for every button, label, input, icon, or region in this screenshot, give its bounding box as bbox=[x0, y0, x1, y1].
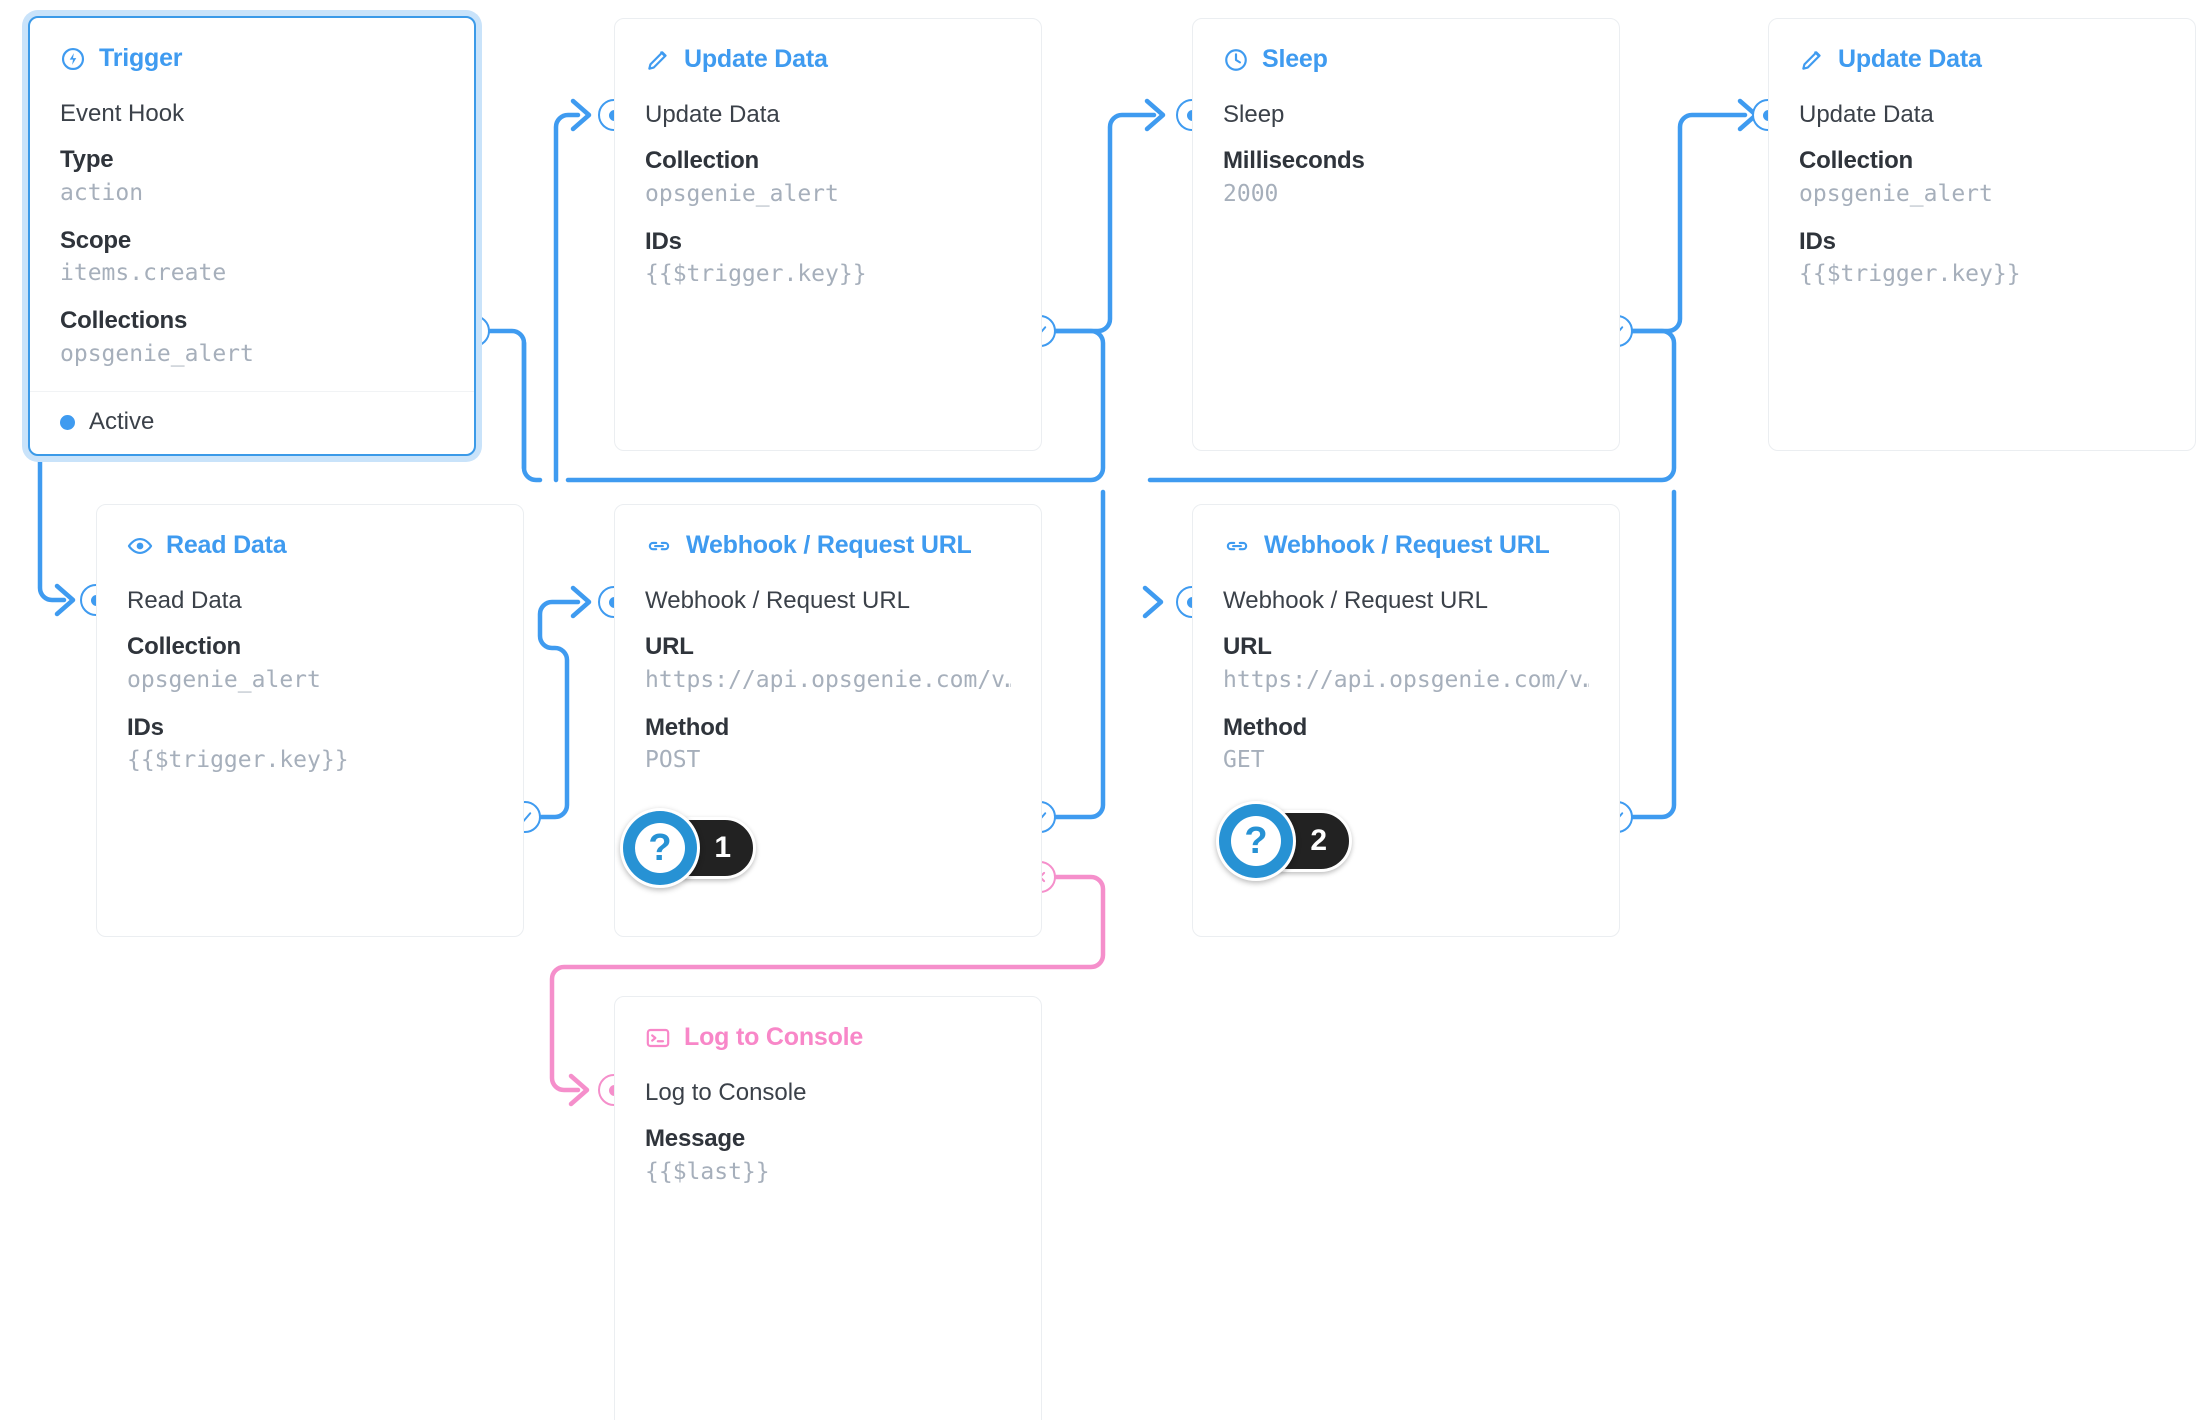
field-label: Scope bbox=[60, 226, 132, 254]
node-sleep[interactable]: Sleep Sleep Milliseconds 2000 bbox=[1192, 18, 1620, 451]
question-icon: ? bbox=[1231, 816, 1281, 866]
node-op-name: Read Data bbox=[127, 587, 242, 614]
field-label: Collections bbox=[60, 307, 188, 335]
field-label: IDs bbox=[1799, 227, 1836, 255]
field-value: POST bbox=[645, 747, 701, 774]
node-field: Method POST bbox=[645, 712, 1011, 777]
node-op-name: Sleep bbox=[1223, 101, 1285, 128]
field-value: items.create bbox=[60, 260, 227, 287]
node-op-name: Update Data bbox=[645, 101, 780, 128]
node-title-webhook: Webhook / Request URL bbox=[1223, 531, 1589, 560]
node-title-sleep: Sleep bbox=[1223, 45, 1589, 74]
node-op-name: Event Hook bbox=[60, 100, 185, 127]
node-title-text: Trigger bbox=[99, 44, 183, 72]
node-read-data[interactable]: Read Data Read Data Collection opsgenie_… bbox=[96, 504, 524, 937]
marker-2-cursor: ? bbox=[1216, 801, 1296, 881]
field-value: opsgenie_alert bbox=[645, 180, 839, 207]
node-title-webhook: Webhook / Request URL bbox=[645, 531, 1011, 560]
field-label: IDs bbox=[645, 227, 682, 255]
node-op-name: Log to Console bbox=[645, 1079, 807, 1106]
node-title-update-data: Update Data bbox=[645, 45, 1011, 74]
field-value: action bbox=[60, 179, 144, 206]
question-icon: ? bbox=[635, 823, 685, 873]
eye-icon bbox=[127, 537, 153, 554]
bolt-circle-icon bbox=[61, 47, 85, 70]
field-value: https://api.opsgenie.com/v… bbox=[1223, 666, 1589, 693]
link-icon bbox=[648, 541, 670, 550]
node-title-text: Sleep bbox=[1262, 45, 1328, 73]
node-update-data-1[interactable]: Update Data Update Data Collection opsge… bbox=[614, 18, 1042, 451]
node-title-text: Update Data bbox=[1838, 45, 1982, 73]
status-dot-icon bbox=[60, 414, 75, 430]
field-value: GET bbox=[1223, 747, 1265, 774]
node-field: Collection opsgenie_alert bbox=[645, 145, 1011, 210]
field-value: {{$trigger.key}} bbox=[127, 747, 349, 774]
node-field: Collection opsgenie_alert bbox=[1799, 145, 2165, 210]
field-label: Collection bbox=[127, 633, 242, 661]
node-field: Message {{$last}} bbox=[645, 1123, 1011, 1188]
node-status-footer: Active bbox=[30, 391, 474, 454]
field-label: URL bbox=[645, 633, 694, 661]
node-op-name: Webhook / Request URL bbox=[645, 587, 911, 614]
marker-1-cursor: ? bbox=[620, 808, 700, 888]
node-title-text: Log to Console bbox=[684, 1023, 864, 1051]
node-op-name: Update Data bbox=[1799, 101, 1934, 128]
marker-1-number: 1 bbox=[714, 831, 731, 864]
node-field: IDs {{$trigger.key}} bbox=[645, 226, 1011, 291]
node-title-update-data: Update Data bbox=[1799, 45, 2165, 74]
node-field: Milliseconds 2000 bbox=[1223, 145, 1589, 210]
console-icon bbox=[646, 1028, 670, 1047]
node-title-text: Webhook / Request URL bbox=[1264, 531, 1550, 559]
marker-1[interactable]: 1 ? bbox=[620, 808, 756, 888]
clock-icon bbox=[1225, 48, 1247, 71]
node-field: URL https://api.opsgenie.com/v… bbox=[645, 631, 1011, 696]
node-title-text: Update Data bbox=[684, 45, 828, 73]
node-field: Type action bbox=[60, 144, 444, 209]
field-value: https://api.opsgenie.com/v… bbox=[645, 666, 1011, 693]
field-label: URL bbox=[1223, 633, 1272, 661]
field-value: opsgenie_alert bbox=[127, 666, 321, 693]
field-value: opsgenie_alert bbox=[60, 340, 254, 367]
marker-2[interactable]: 2 ? bbox=[1216, 801, 1352, 881]
node-update-data-2[interactable]: Update Data Update Data Collection opsge… bbox=[1768, 18, 2196, 451]
node-title-text: Read Data bbox=[166, 531, 287, 559]
node-title-trigger: Trigger bbox=[60, 44, 444, 73]
field-label: Method bbox=[1223, 713, 1308, 741]
node-log-to-console[interactable]: Log to Console Log to Console Message {{… bbox=[614, 996, 1042, 1420]
node-field: Scope items.create bbox=[60, 225, 444, 290]
field-label: Message bbox=[645, 1125, 745, 1153]
link-icon bbox=[1226, 541, 1248, 550]
pencil-icon bbox=[648, 50, 667, 70]
field-label: IDs bbox=[127, 713, 164, 741]
node-title-text: Webhook / Request URL bbox=[686, 531, 972, 559]
node-op-name: Webhook / Request URL bbox=[1223, 587, 1489, 614]
node-field: URL https://api.opsgenie.com/v… bbox=[1223, 631, 1589, 696]
field-value: opsgenie_alert bbox=[1799, 180, 1993, 207]
field-value: {{$last}} bbox=[645, 1158, 770, 1185]
node-field: Collections opsgenie_alert bbox=[60, 305, 444, 370]
node-trigger[interactable]: Trigger Event Hook Type action Scope ite… bbox=[28, 16, 476, 456]
pencil-icon bbox=[1802, 50, 1821, 70]
field-value: {{$trigger.key}} bbox=[645, 261, 867, 288]
node-field: Collection opsgenie_alert bbox=[127, 631, 493, 696]
field-value: 2000 bbox=[1223, 180, 1279, 207]
field-label: Method bbox=[645, 713, 730, 741]
node-title-read-data: Read Data bbox=[127, 531, 493, 560]
node-title-log-to-console: Log to Console bbox=[645, 1023, 1011, 1052]
status-badge: Active bbox=[89, 408, 155, 435]
node-field: Method GET bbox=[1223, 712, 1589, 777]
field-label: Collection bbox=[645, 147, 760, 175]
field-value: {{$trigger.key}} bbox=[1799, 261, 2021, 288]
marker-2-number: 2 bbox=[1310, 824, 1327, 857]
node-field: IDs {{$trigger.key}} bbox=[1799, 226, 2165, 291]
node-field: IDs {{$trigger.key}} bbox=[127, 712, 493, 777]
field-label: Milliseconds bbox=[1223, 147, 1365, 175]
field-label: Type bbox=[60, 146, 114, 174]
field-label: Collection bbox=[1799, 147, 1914, 175]
